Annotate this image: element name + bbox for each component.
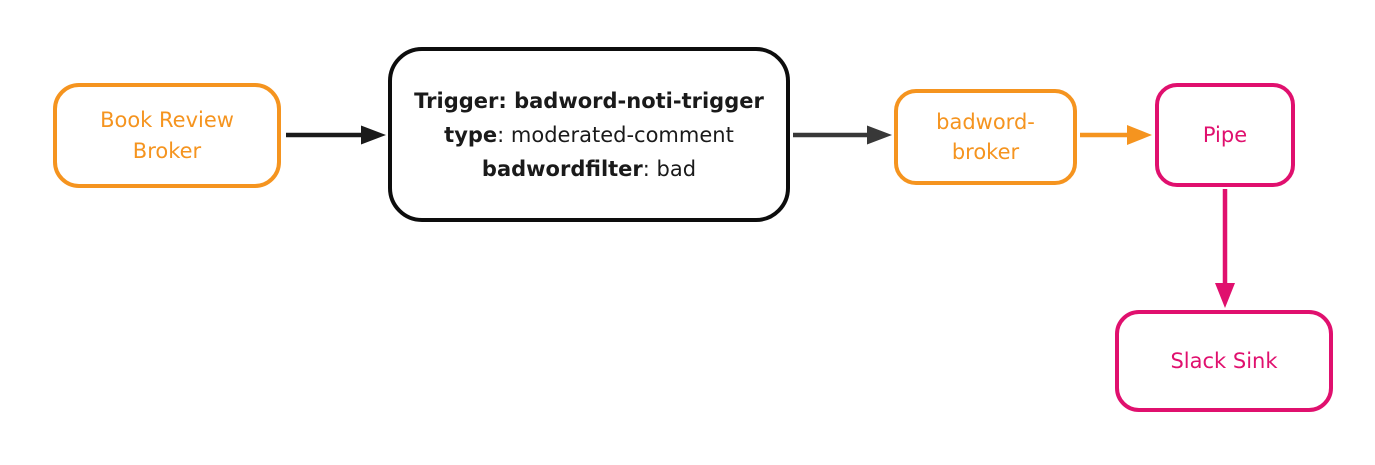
trigger-line-1: Trigger: badword-noti-trigger bbox=[414, 88, 764, 113]
node-badword-broker: badword-broker bbox=[894, 89, 1077, 185]
node-book-review-broker: Book Review Broker bbox=[53, 83, 281, 188]
node-pipe-label: Pipe bbox=[1202, 122, 1248, 147]
node-pipe: Pipe bbox=[1155, 83, 1295, 187]
node-badword-broker-label: badword-broker bbox=[936, 109, 1035, 164]
node-trigger: Trigger: badword-noti-trigger type: mode… bbox=[388, 47, 790, 222]
node-slack-sink: Slack Sink bbox=[1115, 310, 1333, 412]
node-trigger-text: Trigger: badword-noti-trigger type: mode… bbox=[414, 84, 764, 186]
trigger-line-2: type: moderated-comment bbox=[444, 122, 734, 147]
node-book-review-broker-label: Book Review Broker bbox=[100, 108, 234, 163]
trigger-line-3: badwordfilter: bad bbox=[481, 156, 697, 181]
node-slack-sink-label: Slack Sink bbox=[1170, 348, 1278, 373]
